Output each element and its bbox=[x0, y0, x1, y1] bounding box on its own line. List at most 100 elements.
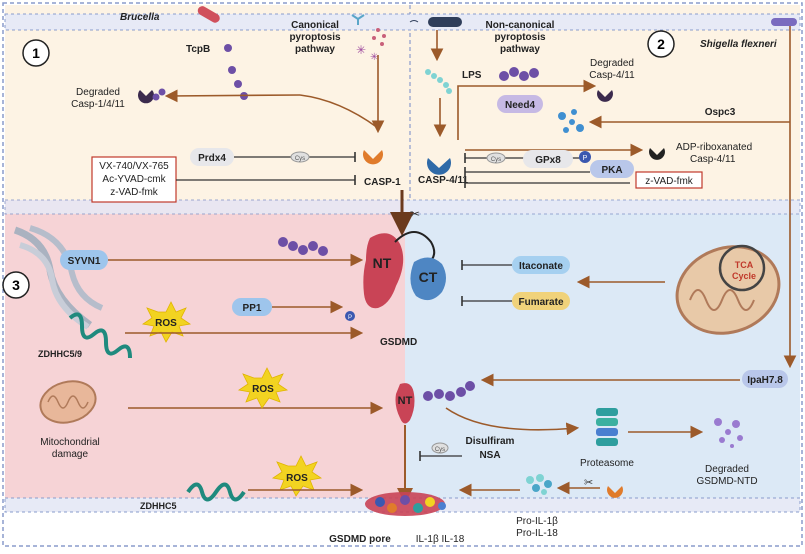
gsdmd-ubiquitin-chain-icon bbox=[423, 381, 475, 401]
casp411-icon bbox=[427, 158, 452, 175]
panel2-number-circle bbox=[647, 30, 675, 58]
scissors-icon: ✂ bbox=[410, 207, 420, 221]
ros-label-2: ROS bbox=[252, 384, 274, 395]
gram-negative-bacterium-icon bbox=[409, 17, 462, 27]
adp-casp-icon bbox=[648, 148, 665, 160]
degraded-casp1-1: Degraded bbox=[76, 87, 120, 98]
ros-burst-1 bbox=[141, 301, 192, 343]
svg-text:✳: ✳ bbox=[356, 43, 366, 57]
fumarate-label: Fumarate bbox=[518, 297, 563, 308]
panel1-bg bbox=[5, 5, 410, 200]
degraded-casp1-icon bbox=[137, 90, 154, 104]
prdx4-pill bbox=[190, 148, 234, 166]
k27-ubiquitin-chain-icon bbox=[278, 237, 328, 256]
inhibitor-2: Ac-YVAD-cmk bbox=[102, 174, 166, 185]
noncanonical-title-1: Non-canonical bbox=[486, 20, 555, 31]
tca-label-1: TCA bbox=[735, 260, 754, 270]
noncanonical-title-3: pathway bbox=[500, 44, 540, 55]
pro-il-2: Pro-IL-18 bbox=[516, 528, 558, 539]
pamp-icon: ✳ ✳ bbox=[351, 14, 386, 63]
pro-il-icon bbox=[526, 474, 552, 495]
proteasome-arrow bbox=[445, 407, 580, 436]
gsdmd-ct-domain bbox=[410, 257, 446, 301]
ros-label-1: ROS bbox=[155, 318, 177, 329]
panel2-number: 2 bbox=[657, 36, 665, 52]
ipah-pill bbox=[742, 370, 788, 388]
panel1-number: 1 bbox=[32, 45, 40, 61]
pka-phospho-icon bbox=[579, 151, 591, 163]
need4-pill bbox=[497, 95, 543, 113]
gsdmd-label: GSDMD bbox=[380, 337, 417, 348]
casp1-label: CASP-1 bbox=[364, 177, 401, 188]
lps-icon bbox=[425, 69, 452, 94]
panel2-cys: Cys bbox=[491, 157, 501, 163]
brucella-label: Brucella bbox=[120, 12, 160, 23]
pp1-label: PP1 bbox=[243, 303, 262, 314]
canonical-title-3: pathway bbox=[295, 44, 335, 55]
inhibitor-1: VX-740/VX-765 bbox=[99, 161, 169, 172]
gsdmd-phospho-label: P bbox=[348, 315, 352, 321]
panel3-number-circle bbox=[2, 271, 30, 299]
panel1-number-circle bbox=[22, 39, 50, 67]
casp411-label: CASP-4/11 bbox=[418, 175, 468, 186]
noncanonical-title-2: pyroptosis bbox=[494, 32, 546, 43]
zdhhc5-label: ZDHHC5 bbox=[140, 501, 177, 511]
il-scissors-icon: ✂ bbox=[584, 477, 593, 489]
need4-degrade-arrow bbox=[457, 79, 597, 140]
il-label: IL-1β IL-18 bbox=[416, 534, 465, 545]
casp1-icon bbox=[362, 150, 384, 165]
mito-damage-2: damage bbox=[52, 449, 89, 460]
lps-label: LPS bbox=[462, 70, 482, 81]
shigella-icon bbox=[771, 18, 797, 26]
gsdmd-pore-label: GSDMD pore bbox=[329, 534, 391, 545]
tca-label-2: Cycle bbox=[732, 271, 756, 281]
gsdmd-nt-label: NT bbox=[373, 255, 392, 271]
outer-border bbox=[2, 2, 803, 547]
proteasome-label: Proteasome bbox=[580, 458, 634, 469]
mitochondrion-icon bbox=[39, 380, 97, 424]
nt-cleaved-label: NT bbox=[398, 395, 413, 407]
zdhhc5-membrane-protein-icon bbox=[186, 482, 246, 502]
tcpb-label: TcpB bbox=[186, 44, 210, 55]
pp1-pill bbox=[232, 298, 272, 316]
casp1-cleave-icon bbox=[607, 486, 624, 498]
pka-label: PKA bbox=[601, 165, 622, 176]
disulfiram-label-1: Disulfiram bbox=[466, 436, 515, 447]
panel3-number: 3 bbox=[12, 277, 20, 293]
ipah-label: IpaH7.8 bbox=[747, 375, 783, 386]
ospc3-label: Ospc3 bbox=[705, 107, 736, 118]
degraded-gsdmd-fragments-icon bbox=[714, 418, 743, 448]
syvn1-pill bbox=[60, 250, 108, 270]
gpx8-pill bbox=[523, 150, 573, 168]
ros-burst-3 bbox=[271, 455, 323, 497]
canonical-title-2: pyroptosis bbox=[289, 32, 341, 43]
degraded-casp411-2: Casp-4/11 bbox=[589, 70, 635, 81]
k-ubiquitin-chain-icon bbox=[499, 67, 539, 81]
adp-label-1: ADP-riboxanated bbox=[676, 142, 752, 153]
degraded-casp411-icon bbox=[597, 90, 613, 102]
degraded-gsdmd-2: GSDMD-NTD bbox=[696, 476, 757, 487]
inhibitor-3: z-VAD-fmk bbox=[110, 187, 159, 198]
prdx4-label: Prdx4 bbox=[198, 153, 226, 164]
zvad-label: z-VAD-fmk bbox=[645, 176, 694, 187]
degraded-casp1-2: Casp-1/4/11 bbox=[71, 99, 125, 110]
disulfiram-label-2: NSA bbox=[479, 450, 500, 461]
tca-mitochondrion-icon bbox=[675, 244, 781, 335]
svg-text:✳: ✳ bbox=[370, 52, 378, 63]
pka-phospho-label: P bbox=[583, 155, 588, 162]
panel3-cys: Cys bbox=[435, 447, 445, 453]
ros-burst-2 bbox=[237, 367, 289, 409]
itaconate-label: Itaconate bbox=[519, 261, 563, 272]
degraded-casp411-1: Degraded bbox=[590, 58, 634, 69]
shigella-label: Shigella flexneri bbox=[700, 39, 777, 50]
adp-label-2: Casp-4/11 bbox=[690, 154, 736, 165]
gsdmd-nt-domain bbox=[363, 233, 404, 309]
gpx8-label: GPx8 bbox=[535, 155, 561, 166]
pka-pill bbox=[590, 160, 634, 178]
degradation-arrow-1 bbox=[164, 89, 301, 103]
ospc3-shigella-effector-icon bbox=[558, 109, 584, 133]
zdhhc59-label: ZDHHC5/9 bbox=[38, 349, 82, 359]
mito-damage-1: Mitochondrial bbox=[40, 437, 99, 448]
